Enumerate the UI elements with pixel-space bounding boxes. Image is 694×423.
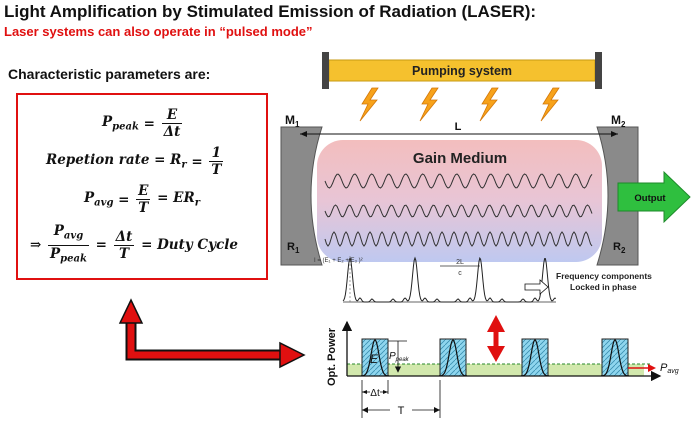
page-subtitle: Laser systems can also operate in “pulse…: [4, 24, 313, 39]
output-arrow: Output: [617, 170, 691, 224]
mirror-m1: M1 R1: [280, 113, 323, 266]
svg-text:Δt: Δt: [370, 388, 380, 399]
svg-text:c: c: [458, 270, 462, 277]
svg-text:Pavg: Pavg: [660, 362, 679, 375]
svg-text:2L: 2L: [456, 259, 464, 266]
page-title: Light Amplification by Stimulated Emissi…: [4, 2, 537, 21]
svg-text:T: T: [398, 405, 405, 417]
svg-text:Locked in phase: Locked in phase: [570, 282, 637, 292]
gain-medium: Gain Medium: [317, 140, 602, 262]
connector-arrow: [118, 298, 306, 369]
pulse-train-plot: Opt. Power E Ppeak Pavg Δt T: [326, 320, 679, 418]
pulse-curve-3: [521, 339, 549, 377]
svg-text:E: E: [370, 352, 379, 366]
pulse-curve-1: [361, 339, 389, 377]
pulse-curve-4: [601, 339, 629, 377]
pulse-4: [601, 338, 629, 377]
pump-lightning-icons: [359, 87, 560, 122]
svg-text:Ppeak: Ppeak: [389, 351, 410, 363]
pumping-system: Pumping system: [322, 52, 602, 89]
svg-text:M1: M1: [285, 113, 300, 129]
svg-text:R1: R1: [287, 241, 300, 255]
double-arrow: [487, 315, 505, 362]
cavity-length: L: [300, 121, 618, 137]
svg-text:Frequency components: Frequency components: [556, 271, 652, 281]
pumping-label: Pumping system: [412, 64, 512, 78]
parameters-heading: Characteristic parameters are:: [8, 66, 211, 82]
pulse-curve-2: [439, 339, 467, 377]
svg-text:R2: R2: [613, 241, 626, 255]
y-axis-label: Opt. Power: [326, 327, 338, 386]
pulse-2: [439, 338, 467, 377]
mode-locked-trace: I = (E₁ + E₂ + E₃ )² 2L c Frequency comp…: [314, 256, 652, 303]
svg-text:Output: Output: [634, 193, 666, 204]
svg-text:M2: M2: [611, 113, 626, 129]
pulse-1: [361, 338, 389, 377]
pulse-3: [521, 338, 549, 377]
svg-text:L: L: [455, 121, 462, 133]
svg-text:Gain Medium: Gain Medium: [413, 150, 507, 167]
svg-text:I = (E₁ + E₂ + E₃ )²: I = (E₁ + E₂ + E₃ )²: [314, 258, 363, 264]
cavity-waves: [324, 173, 593, 247]
